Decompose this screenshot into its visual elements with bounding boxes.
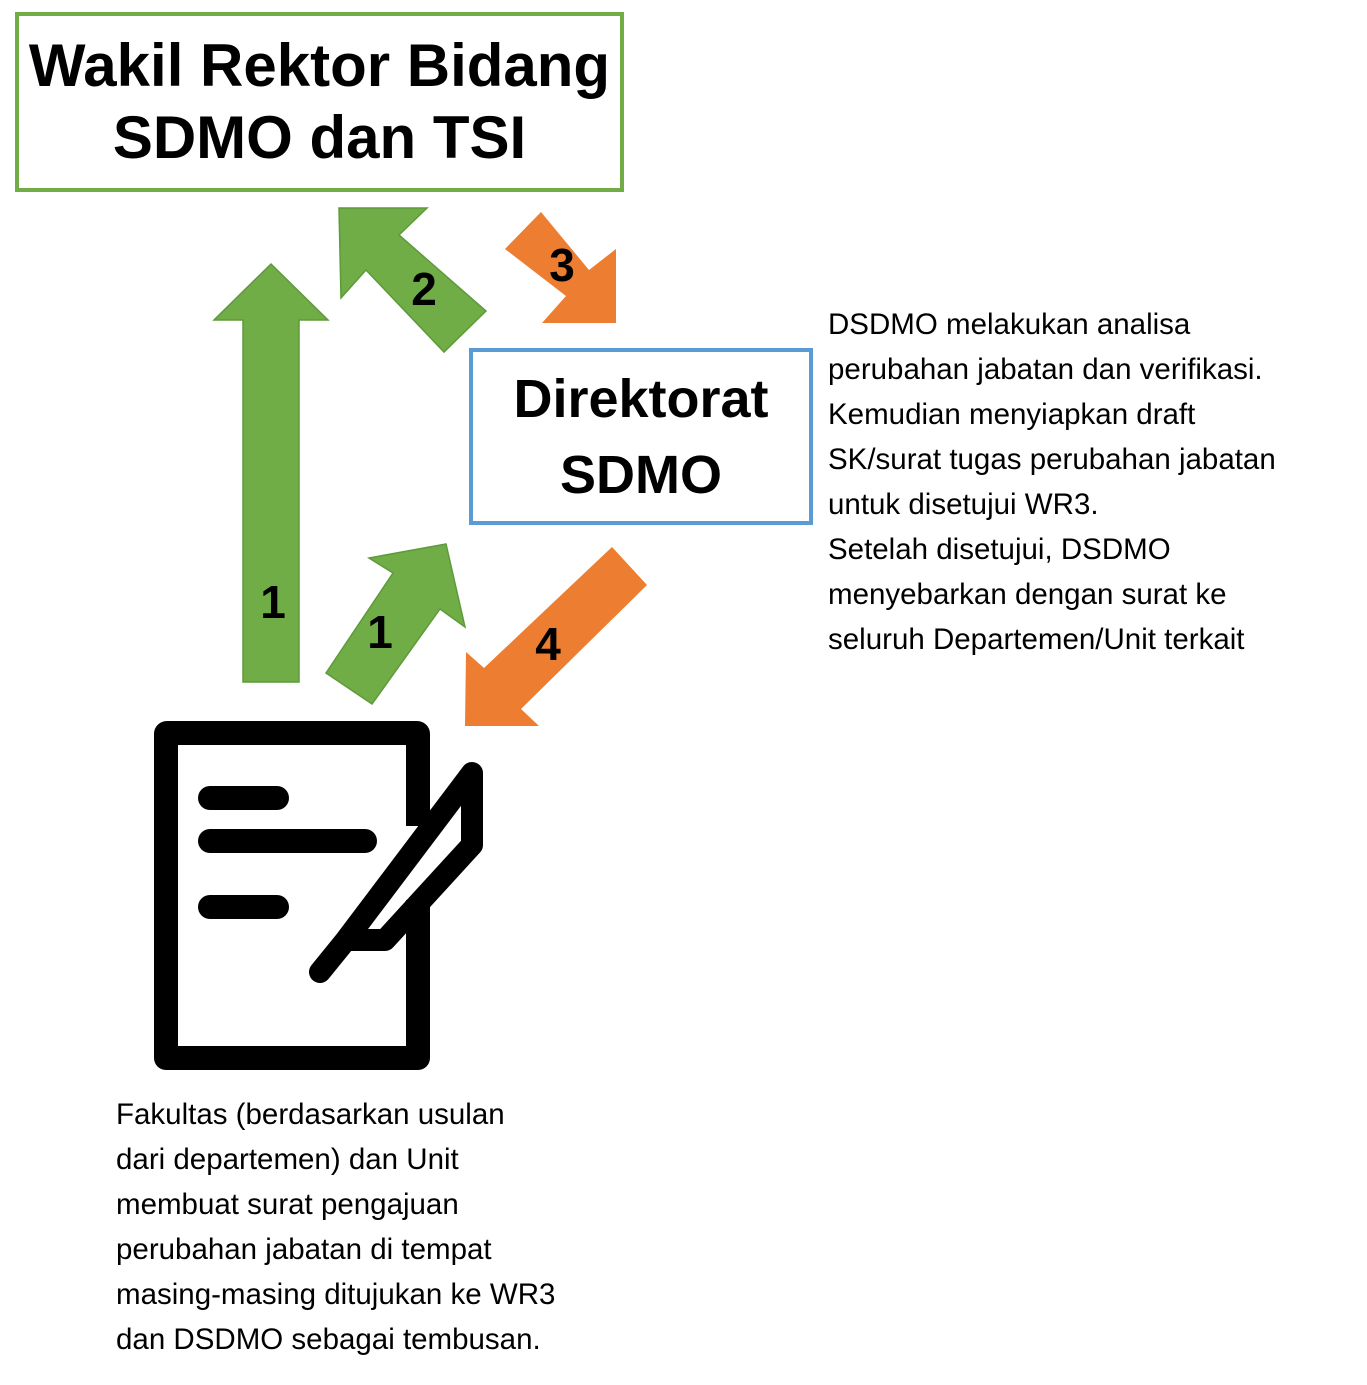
direktorat-title-line-2: SDMO	[560, 444, 722, 505]
description-line: perubahan jabatan dan verifikasi.	[828, 353, 1263, 386]
fakultas-description: Fakultas (berdasarkan usulan dari depart…	[116, 1092, 555, 1362]
description-line: masing-masing ditujukan ke WR3	[116, 1278, 556, 1311]
description-line: untuk disetujui WR3.	[828, 488, 1099, 521]
arrow-4-label: 4	[535, 618, 561, 670]
document-page-outline	[154, 721, 430, 1070]
arrow-2-shape	[338, 207, 488, 354]
description-line: Kemudian menyiapkan draft	[828, 398, 1196, 431]
arrow-2-label: 2	[411, 263, 437, 315]
arrow-3-label: 3	[549, 239, 575, 291]
description-line: seluruh Departemen/Unit terkait	[828, 623, 1245, 656]
description-line: dari departemen) dan Unit	[116, 1143, 459, 1176]
arrow-4-shape	[465, 547, 647, 726]
arrow-1-to-direktorat: 1	[324, 543, 467, 706]
wakil-rektor-box: Wakil Rektor Bidang SDMO dan TSI	[15, 12, 624, 192]
arrow-3-shape	[505, 212, 616, 323]
description-line: DSDMO melakukan analisa	[828, 308, 1191, 341]
description-line: dan DSDMO sebagai tembusan.	[116, 1323, 541, 1356]
arrow-3: 3	[505, 212, 616, 323]
arrow-4: 4	[465, 547, 647, 726]
description-line: menyebarkan dengan surat ke	[828, 578, 1227, 611]
arrow-1-to-wakil-rektor: 1	[212, 262, 330, 683]
direktorat-sdmo-box: Direktorat SDMO	[469, 348, 813, 525]
arrow-2: 2	[338, 207, 488, 354]
arrow-1-to-wakil-rektor-label: 1	[260, 576, 286, 628]
direktorat-description: DSDMO melakukan analisa perubahan jabata…	[828, 302, 1276, 662]
wakil-rektor-title-line-1: Wakil Rektor Bidang	[28, 32, 611, 99]
description-line: SK/surat tugas perubahan jabatan	[828, 443, 1276, 476]
direktorat-title-line-1: Direktorat	[513, 368, 769, 429]
wakil-rektor-title-line-2: SDMO dan TSI	[112, 104, 527, 171]
arrow-1-to-direktorat-shape	[324, 543, 467, 706]
arrow-1-to-direktorat-label: 1	[367, 606, 393, 658]
description-line: perubahan jabatan di tempat	[116, 1233, 492, 1266]
arrow-1-to-wakil-rektor-shape	[212, 262, 330, 683]
description-line: membuat surat pengajuan	[116, 1188, 459, 1221]
description-line: Fakultas (berdasarkan usulan	[116, 1098, 505, 1131]
pen-shape	[309, 762, 483, 983]
description-line: Setelah disetujui, DSDMO	[828, 533, 1171, 566]
